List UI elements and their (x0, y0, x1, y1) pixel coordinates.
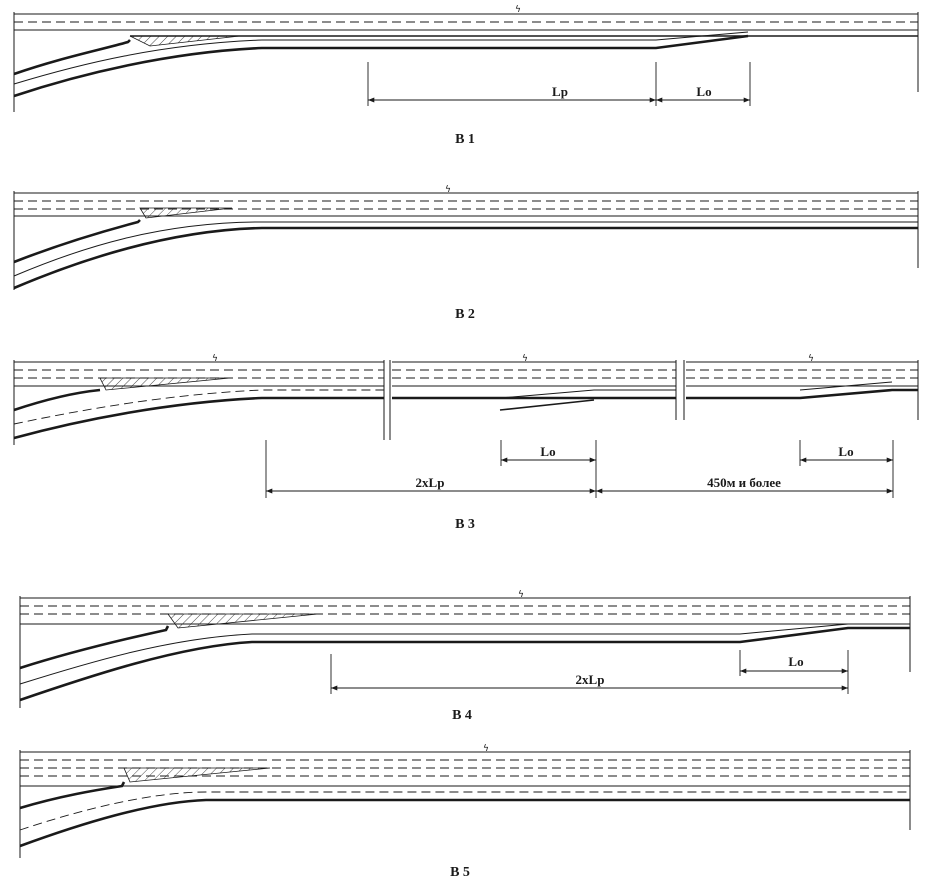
dim-label-450m: 450м и более (707, 475, 781, 490)
dim-label-lp: Lp (552, 84, 568, 99)
svg-text:ϟ: ϟ (483, 744, 489, 754)
gore-hatch (99, 377, 231, 391)
caption-b3: В 3 (455, 517, 475, 532)
gore-hatch (167, 613, 319, 629)
svg-text:ϟ: ϟ (445, 185, 451, 195)
taper-edge (262, 31, 749, 41)
svg-text:ϟ: ϟ (518, 590, 524, 600)
dim-label-lo: Lo (788, 654, 803, 669)
variant-b2: ϟ В 2 (13, 185, 919, 322)
svg-text:ϟ: ϟ (515, 5, 521, 15)
variant-b1: ϟ Lp Lo В 1 (13, 5, 919, 147)
dim-label-2xlp: 2xLp (576, 672, 605, 687)
svg-text:ϟ: ϟ (808, 354, 814, 364)
svg-text:ϟ: ϟ (212, 354, 218, 364)
dim-label-lo-2: Lo (838, 444, 853, 459)
dim-label-lo: Lo (540, 444, 555, 459)
caption-b5: В 5 (450, 865, 470, 880)
caption-b4: В 4 (452, 708, 472, 723)
caption-b2: В 2 (455, 307, 475, 322)
gore-hatch (123, 767, 271, 783)
gore-hatch (129, 35, 241, 47)
variant-b3: ϟ ϟ ϟ Lo Lo 2xLp (13, 354, 919, 532)
ramp-lane (13, 39, 263, 85)
variant-b4: ϟ Lo 2xLp В 4 (19, 590, 911, 723)
dim-label-2xlp: 2xLp (416, 475, 445, 490)
variant-b5: ϟ В 5 (19, 744, 911, 880)
main-edge (19, 626, 910, 702)
ramp-inner-edge (13, 39, 131, 76)
dim-label-lo: Lo (696, 84, 711, 99)
caption-b1: В 1 (455, 132, 475, 147)
main-edge (13, 226, 918, 290)
gore-hatch (139, 207, 233, 219)
main-edge (19, 798, 910, 848)
ramp-outer-edge (13, 34, 749, 98)
svg-text:ϟ: ϟ (522, 354, 528, 364)
